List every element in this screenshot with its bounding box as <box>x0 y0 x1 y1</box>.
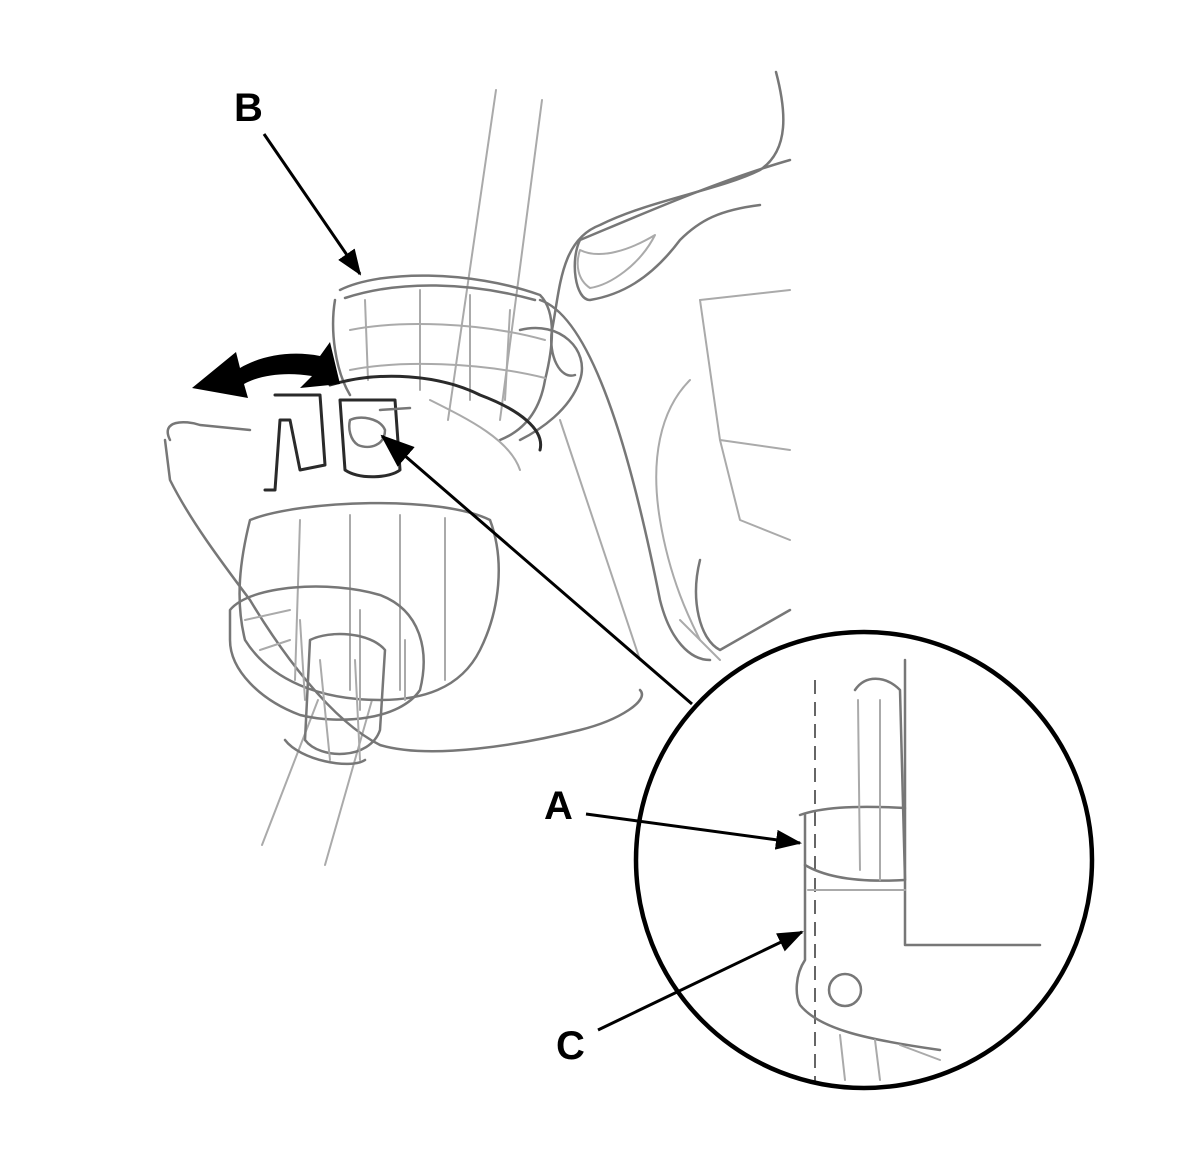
quick-connector <box>331 274 554 442</box>
curved-double-arrow-icon <box>192 342 340 398</box>
leader-lines <box>262 133 804 1032</box>
detail-circle <box>633 629 1095 1091</box>
leader-c <box>597 930 804 1032</box>
lower-fitting <box>228 501 500 766</box>
retainer-clip <box>263 374 543 492</box>
callout-label-c: C <box>556 1024 585 1068</box>
leader-b <box>262 133 362 276</box>
leader-detail <box>380 434 693 706</box>
vehicle-body-outline <box>518 70 792 662</box>
leader-a <box>585 812 802 850</box>
callout-label-b: B <box>234 86 263 130</box>
pump-housing <box>163 421 644 753</box>
callout-label-a: A <box>544 784 573 828</box>
